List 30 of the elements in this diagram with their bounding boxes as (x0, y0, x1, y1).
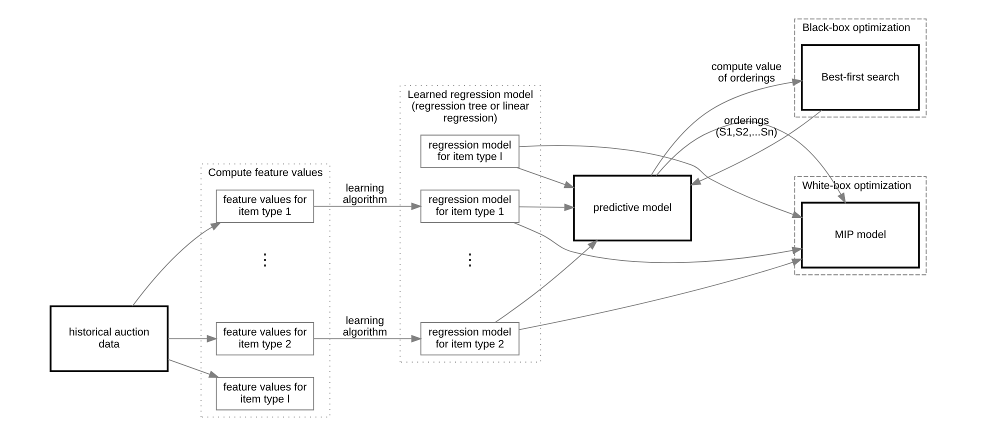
arrow (518, 204, 575, 212)
label: ⋮ (461, 251, 478, 270)
arrow (518, 145, 803, 218)
arrow (518, 258, 802, 330)
node-box: feature values for item type 2 (215, 322, 314, 356)
arrow (166, 358, 220, 378)
arrow (655, 121, 846, 204)
node-box: regression model for item type 2 (420, 322, 519, 356)
node-box: regression model for item type 1 (420, 190, 519, 223)
edge-label: orderings (S1,S2,...Sn) (715, 114, 777, 139)
edge-label: compute value of orderings (710, 60, 782, 85)
arrow (650, 78, 803, 176)
node-box: feature values for item type l (215, 377, 314, 410)
arrow (132, 222, 221, 307)
edge-label: learning algorithm (342, 182, 387, 206)
node-box: historical auction data (49, 305, 168, 372)
arrow (312, 334, 422, 342)
edge-label: learning algorithm (342, 314, 387, 339)
node-box: Best-first search (800, 44, 920, 111)
node-box: MIP model (800, 202, 920, 268)
arrow (312, 202, 422, 210)
node-box: predictive model (572, 174, 692, 242)
node-box: feature values for item type 1 (215, 190, 314, 223)
node-box: regression model for item type l (420, 134, 519, 168)
arrow (166, 334, 218, 342)
arrow (494, 240, 598, 323)
arrow (513, 222, 803, 264)
arrow (689, 110, 822, 186)
arrow (516, 167, 575, 188)
label: ⋮ (256, 251, 272, 270)
